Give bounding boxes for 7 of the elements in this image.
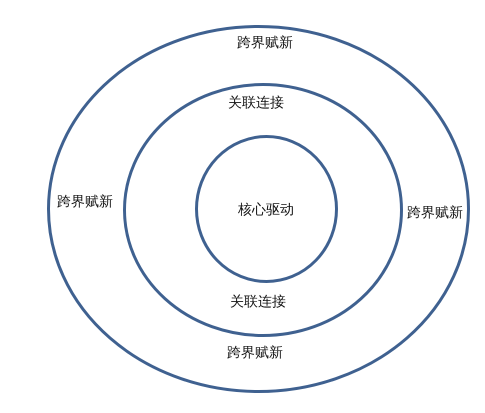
ring-label: 跨界赋新 xyxy=(57,194,113,210)
ring-label: 关联连接 xyxy=(228,94,284,112)
center-label: 核心驱动 xyxy=(238,202,294,218)
ring-label: 跨界赋新 xyxy=(227,344,283,362)
ring-label: 跨界赋新 xyxy=(237,34,293,52)
ring-label: 跨界赋新 xyxy=(407,204,463,222)
ring-label: 关联连接 xyxy=(230,294,286,310)
